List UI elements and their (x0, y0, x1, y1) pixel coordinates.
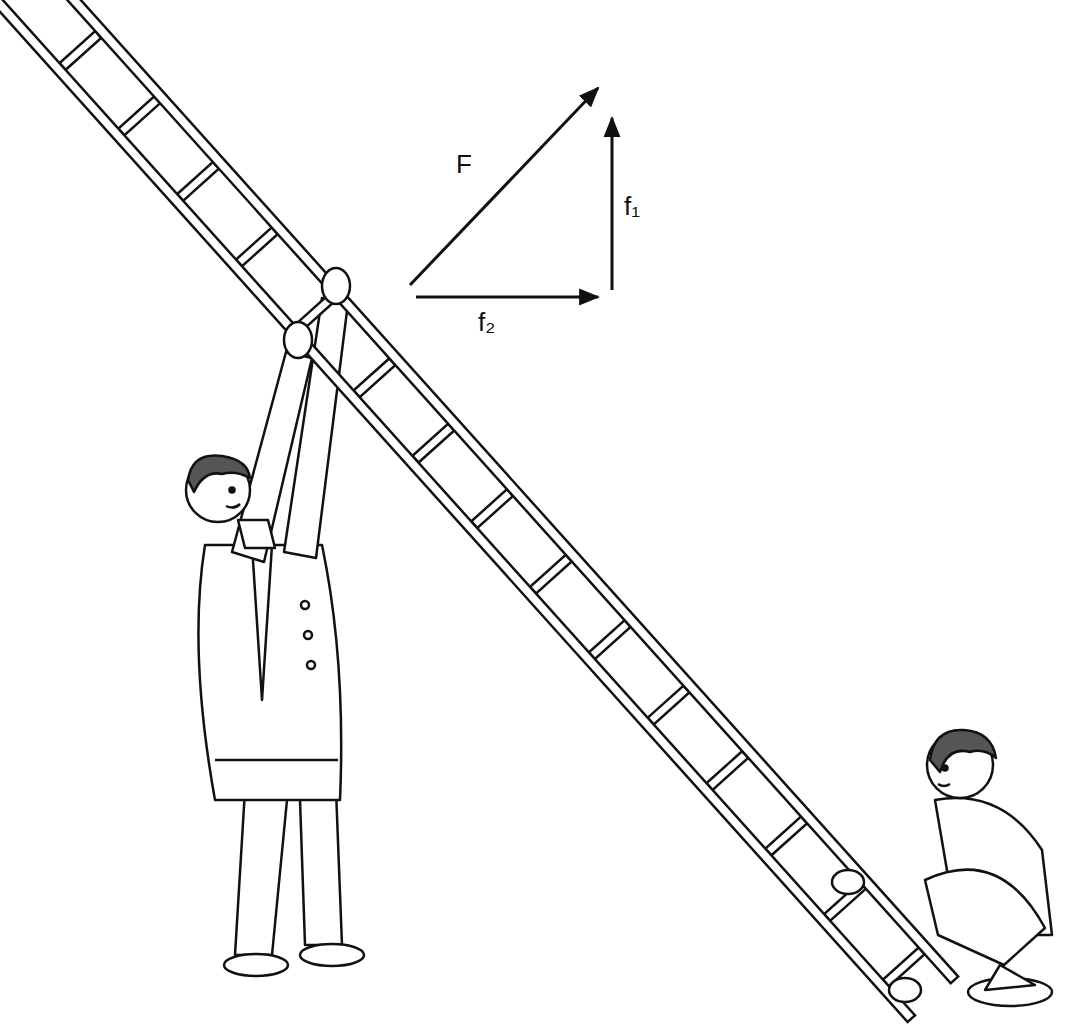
force-vectors (410, 88, 612, 297)
vector-label: F (456, 150, 472, 179)
man-figure (186, 298, 364, 976)
ladder (0, 0, 958, 1022)
hands (284, 268, 921, 1002)
vector-label: f₁ (624, 192, 640, 221)
vector-label: f₂ (478, 308, 495, 337)
